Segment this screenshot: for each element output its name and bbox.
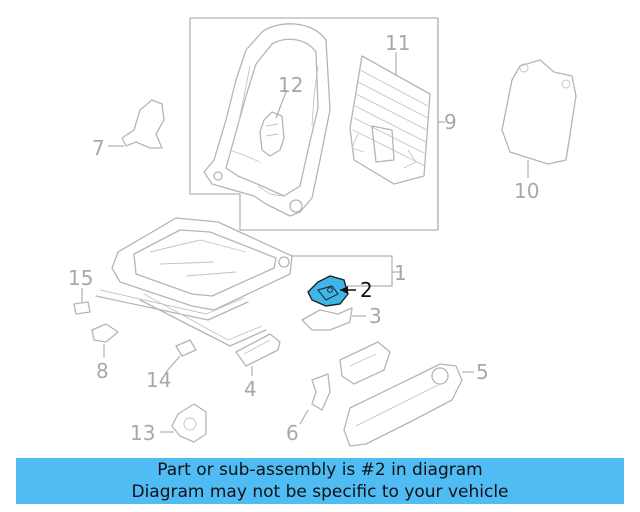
callout-15: 15 (68, 266, 93, 290)
part-10-back-panel (501, 59, 577, 165)
callout-10: 10 (514, 179, 539, 203)
part-3-bracket (301, 307, 353, 331)
part-15-clip (73, 301, 91, 315)
part-14-connector (175, 339, 197, 357)
banner-line-2: Diagram may not be specific to your vehi… (131, 482, 509, 502)
callout-6: 6 (286, 421, 299, 445)
part-5-side-shield (343, 363, 463, 447)
callout-7: 7 (92, 136, 105, 160)
part-6-mount (311, 341, 391, 411)
callout-8: 8 (96, 359, 109, 383)
callout-3: 3 (369, 304, 382, 328)
callout-11: 11 (385, 31, 410, 55)
part-11-lumbar-support (349, 55, 431, 185)
part-8-cover (91, 323, 119, 343)
part-4-trim-cover (235, 333, 281, 367)
callout-5: 5 (476, 360, 489, 384)
part-7-shield (121, 99, 165, 149)
callout-14: 14 (146, 368, 171, 392)
callout-2: 2 (360, 278, 373, 302)
callout-13: 13 (130, 421, 155, 445)
banner-line-1: Part or sub-assembly is #2 in diagram (157, 460, 483, 480)
part-13-motor (171, 403, 207, 443)
info-banner: Part or sub-assembly is #2 in diagram Di… (16, 458, 624, 504)
callout-4: 4 (244, 377, 257, 401)
callout-1: 1 (394, 261, 407, 285)
callout-12: 12 (278, 73, 303, 97)
seatback-frame (203, 23, 331, 217)
seat-cushion-frame (95, 217, 293, 347)
part-12-lumbar-motor (259, 111, 285, 157)
callout-9: 9 (444, 110, 457, 134)
part-2-seat-switch (307, 275, 349, 307)
